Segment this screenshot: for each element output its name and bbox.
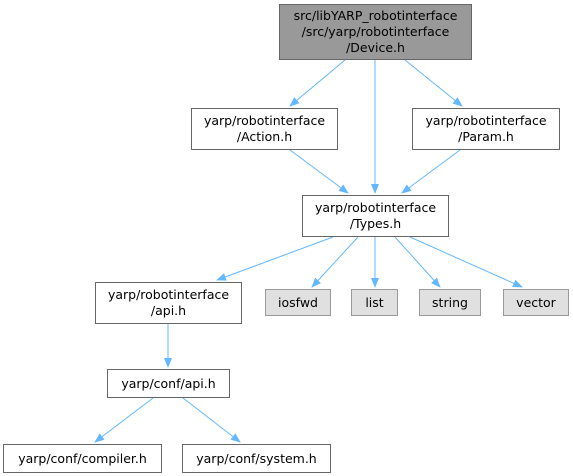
node-types-h-line-1: yarp/robotinterface — [314, 200, 437, 215]
node-action-h-line-2: /Action.h — [236, 129, 293, 144]
edge-types-h-to-iosfwd — [311, 236, 359, 288]
node-conf-api-h-label: yarp/conf/api.h — [121, 375, 216, 391]
node-action-h[interactable]: yarp/robotinterface /Action.h — [191, 108, 338, 150]
edge-param-h-to-types-h — [401, 149, 461, 194]
node-string[interactable]: string — [419, 289, 481, 316]
node-robotinterface-api-h-line-2: /api.h — [150, 303, 187, 318]
edge-conf-api-h-to-system-h — [182, 397, 241, 443]
node-string-label: string — [432, 294, 468, 310]
edge-types-h-to-robotinterface-api-h — [216, 236, 334, 281]
node-param-h[interactable]: yarp/robotinterface /Param.h — [412, 108, 560, 150]
node-robotinterface-api-h[interactable]: yarp/robotinterface /api.h — [95, 282, 242, 324]
edge-conf-api-h-to-compiler-h — [94, 397, 154, 443]
node-compiler-h[interactable]: yarp/conf/compiler.h — [3, 444, 162, 473]
node-param-h-line-1: yarp/robotinterface — [425, 113, 547, 128]
node-types-h[interactable]: yarp/robotinterface /Types.h — [302, 195, 449, 237]
edge-device-h-to-action-h — [289, 59, 346, 107]
node-device-h-line-3: /Device.h — [346, 40, 405, 55]
node-list-label: list — [365, 294, 384, 310]
node-iosfwd-label: iosfwd — [278, 294, 318, 310]
node-vector[interactable]: vector — [503, 289, 569, 316]
node-types-h-line-2: /Types.h — [349, 216, 402, 231]
node-list[interactable]: list — [351, 289, 398, 316]
node-device-h-line-1: src/libYARP_robotinterface — [293, 8, 458, 23]
node-action-h-line-1: yarp/robotinterface — [203, 113, 326, 128]
node-system-h-label: yarp/conf/system.h — [196, 450, 317, 466]
node-param-h-line-2: /Param.h — [458, 129, 514, 144]
edge-types-h-to-string — [394, 236, 441, 288]
node-iosfwd[interactable]: iosfwd — [265, 289, 331, 316]
node-conf-api-h[interactable]: yarp/conf/api.h — [107, 369, 230, 398]
node-device-h[interactable]: src/libYARP_robotinterface /src/yarp/rob… — [279, 4, 472, 60]
node-system-h[interactable]: yarp/conf/system.h — [182, 444, 331, 473]
edge-action-h-to-types-h — [289, 149, 349, 194]
node-device-h-line-2: /src/yarp/robotinterface — [301, 24, 450, 39]
node-robotinterface-api-h-line-1: yarp/robotinterface — [107, 287, 230, 302]
edge-device-h-to-param-h — [404, 59, 463, 107]
node-compiler-h-label: yarp/conf/compiler.h — [18, 450, 147, 466]
edge-types-h-to-vector — [409, 236, 523, 288]
node-vector-label: vector — [516, 294, 556, 310]
